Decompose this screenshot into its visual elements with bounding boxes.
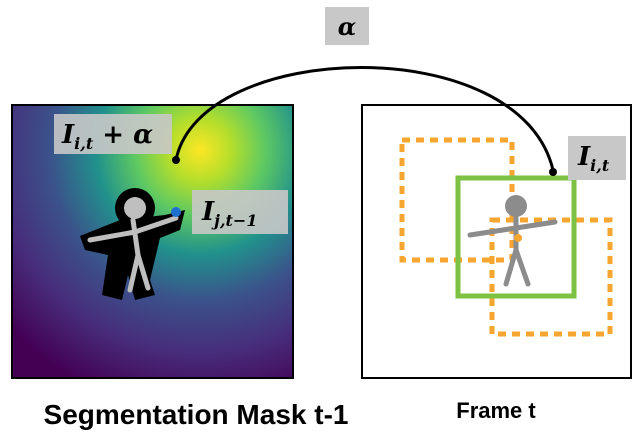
point-j-t-minus-1 [171, 207, 181, 217]
label-i-t-sub: i,t [590, 156, 610, 175]
alpha-label-box: α [325, 7, 369, 45]
label-j-t-minus-1-main: I [201, 197, 215, 227]
svg-text:Ii,t: Ii,t [577, 142, 610, 175]
point-i-t [549, 168, 557, 176]
matched-box [455, 175, 577, 299]
label-i-t-plus-alpha-sub: i,t [74, 134, 94, 153]
alpha-label: α [338, 12, 356, 41]
label-i-t: Ii,t [568, 136, 626, 180]
candidate-box-lower-right [489, 217, 613, 337]
label-i-t-plus-alpha-rest: + α [93, 120, 153, 150]
label-j-t-minus-1-sub: j,t−1 [211, 211, 257, 230]
caption-right: Frame t [456, 398, 536, 423]
alpha-arc [174, 66, 555, 171]
svg-text:Ij,t−1: Ij,t−1 [201, 197, 257, 230]
svg-text:Ii,t + α: Ii,t + α [61, 120, 153, 153]
stick-figure-right [467, 195, 558, 287]
point-i-t-frame [514, 234, 522, 242]
label-i-t-main: I [577, 142, 591, 172]
label-i-t-plus-alpha-main: I [61, 120, 75, 150]
caption-left: Segmentation Mask t-1 [44, 399, 349, 430]
label-i-t-plus-alpha: Ii,t + α [54, 114, 172, 154]
label-j-t-minus-1: Ij,t−1 [192, 190, 288, 234]
stick-figure-left [87, 197, 179, 293]
